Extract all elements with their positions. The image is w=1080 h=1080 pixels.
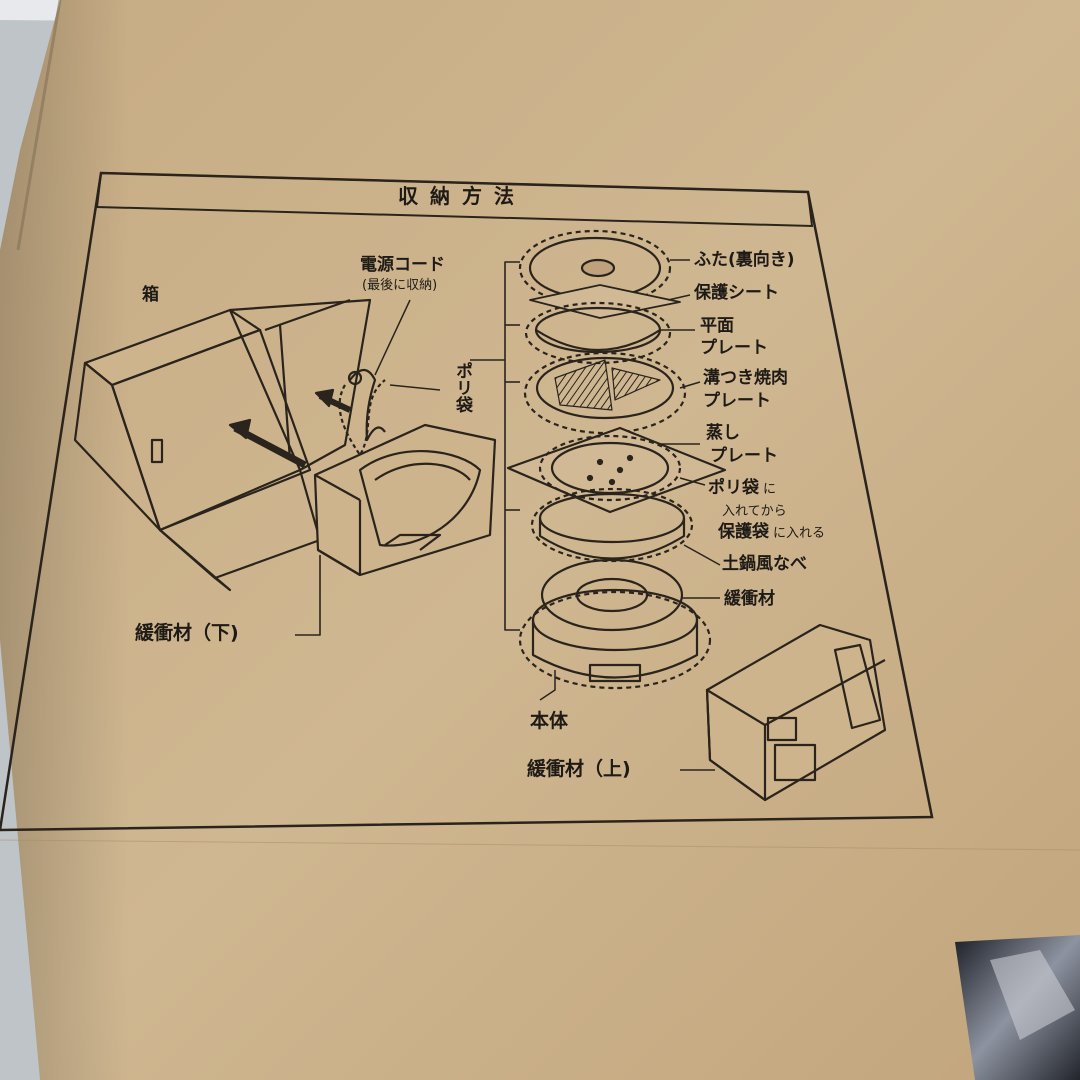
- label-cushion: 緩衝材: [724, 589, 775, 609]
- label-box: 箱: [142, 285, 159, 305]
- label-steam-plate-2: プレート: [710, 446, 778, 466]
- label-steam-plate-1: 蒸し: [706, 423, 740, 443]
- label-flat-plate-1: 平面: [700, 316, 734, 336]
- bag-note-after: 入れてから: [722, 504, 787, 519]
- bag-note-ni: に: [763, 482, 777, 497]
- label-grill-plate-2: プレート: [703, 391, 771, 411]
- label-cord-note: (最後に収納): [362, 278, 438, 293]
- label-power-cord: 電源コード: [360, 255, 445, 275]
- label-grill-plate-1: 溝つき焼肉: [703, 368, 788, 388]
- label-cushion-lower: 緩衝材（下): [135, 622, 239, 644]
- label-poly-bag: ポリ袋: [452, 362, 472, 413]
- label-bag-instruction: ポリ袋に 入れてから 保護袋に入れる: [708, 478, 825, 544]
- label-flat-plate-2: プレート: [700, 338, 768, 358]
- label-protect-sheet: 保護シート: [694, 283, 779, 303]
- bag-note-protect-bag: 保護袋: [718, 522, 769, 542]
- label-pot: 土鍋風なべ: [722, 554, 807, 574]
- label-lid: ふた(裏向き): [694, 250, 795, 270]
- diagram-title: 収納方法: [398, 184, 526, 208]
- label-poly-bag-vertical: ポリ袋: [452, 362, 472, 418]
- label-body: 本体: [530, 710, 569, 732]
- bag-note-poly-bag: ポリ袋: [708, 478, 759, 498]
- bag-note-put-in: に入れる: [773, 526, 826, 541]
- label-cushion-upper: 緩衝材（上): [527, 758, 631, 780]
